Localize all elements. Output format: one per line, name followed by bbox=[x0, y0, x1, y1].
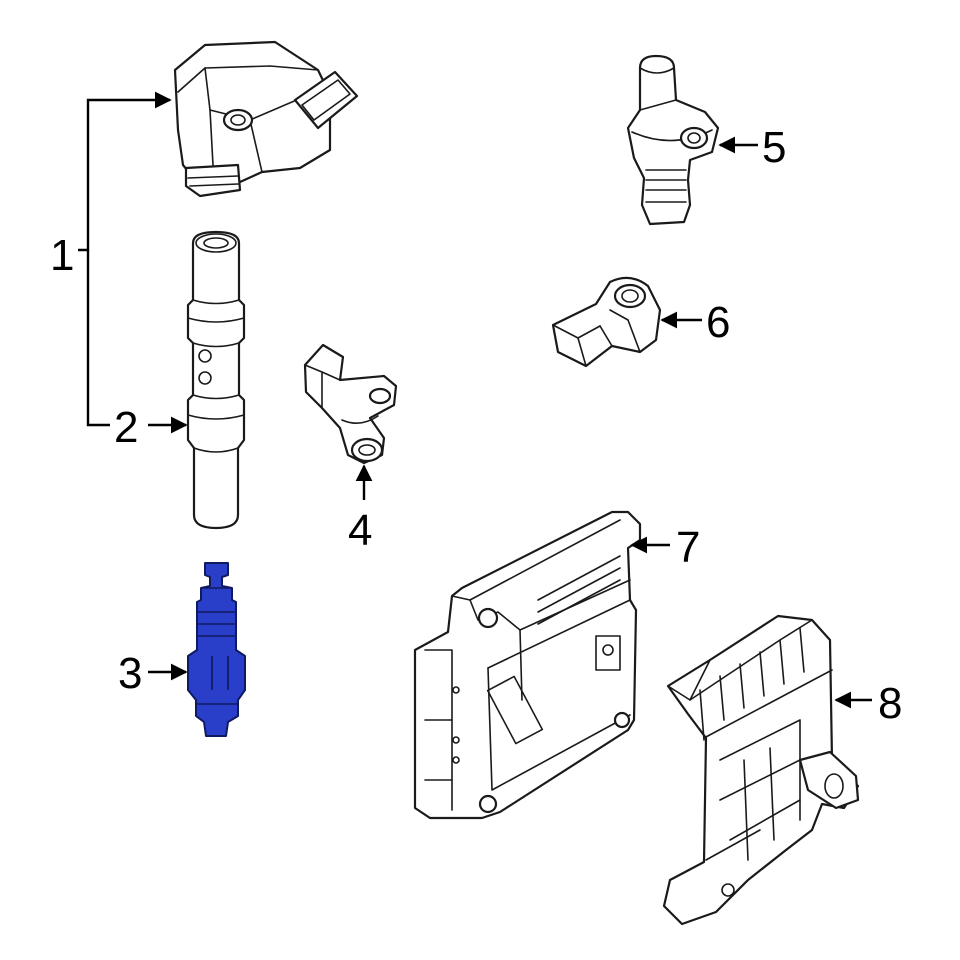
spark-plug-part[interactable] bbox=[187, 562, 246, 737]
callout-1: 1 bbox=[50, 231, 74, 280]
leader-1-bracket bbox=[86, 250, 110, 427]
callout-labels: 1 2 3 4 5 6 7 8 bbox=[50, 123, 902, 728]
leader-1-arrow bbox=[78, 91, 172, 252]
callout-6: 6 bbox=[706, 298, 730, 347]
callout-8: 8 bbox=[878, 679, 902, 728]
callout-7: 7 bbox=[676, 523, 700, 572]
coil-boot-part[interactable] bbox=[186, 230, 246, 530]
engine-control-module-part[interactable] bbox=[413, 510, 642, 820]
ecm-bracket-part[interactable] bbox=[662, 614, 860, 926]
position-sensor-part[interactable] bbox=[626, 54, 720, 226]
camshaft-sensor-part[interactable] bbox=[303, 343, 398, 465]
ignition-coil-part[interactable] bbox=[173, 40, 359, 198]
callout-2: 2 bbox=[114, 403, 138, 452]
callout-5: 5 bbox=[762, 123, 786, 172]
knock-sensor-part[interactable] bbox=[551, 276, 662, 368]
callout-4: 4 bbox=[348, 506, 372, 555]
callout-3: 3 bbox=[118, 649, 142, 698]
leader-lines bbox=[78, 91, 872, 709]
